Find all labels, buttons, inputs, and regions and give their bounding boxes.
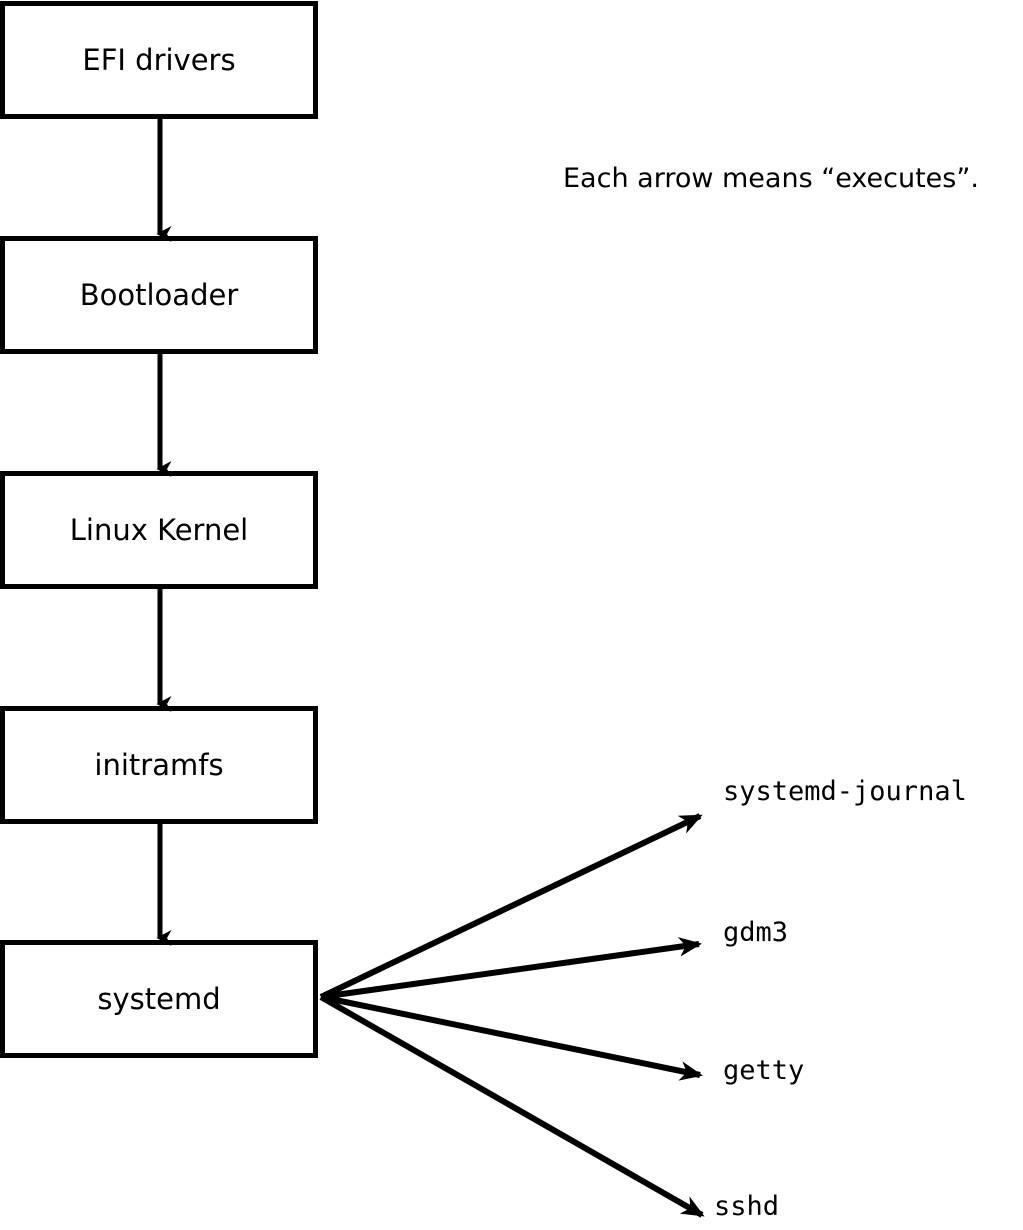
fan-arrow-systemd-to-systemd-journal [319, 813, 703, 1000]
fan-arrow-systemd-to-getty [320, 994, 703, 1081]
service-label-systemd-journal: systemd-journal [723, 776, 967, 807]
service-label-getty: getty [723, 1055, 805, 1086]
stage-label-bootloader: Bootloader [79, 277, 239, 312]
stage-label-linux-kernel: Linux Kernel [69, 512, 249, 547]
stage-label-systemd: systemd [97, 981, 221, 1016]
stage-label-efi-drivers: EFI drivers [82, 42, 236, 77]
stage-label-initramfs: initramfs [94, 747, 224, 782]
diagram-caption: Each arrow means “executes”. [563, 163, 979, 194]
stage-box-systemd[interactable]: systemd [0, 940, 318, 1058]
stage-box-linux-kernel[interactable]: Linux Kernel [0, 471, 318, 589]
service-label-sshd: sshd [714, 1191, 780, 1222]
stage-box-efi-drivers[interactable]: EFI drivers [0, 1, 318, 119]
stage-box-bootloader[interactable]: Bootloader [0, 236, 318, 354]
fan-arrow-systemd-to-gdm3 [320, 937, 702, 1000]
stage-box-initramfs[interactable]: initramfs [0, 706, 318, 824]
fan-arrow-systemd-to-sshd [319, 994, 705, 1218]
service-label-gdm3: gdm3 [723, 917, 789, 948]
